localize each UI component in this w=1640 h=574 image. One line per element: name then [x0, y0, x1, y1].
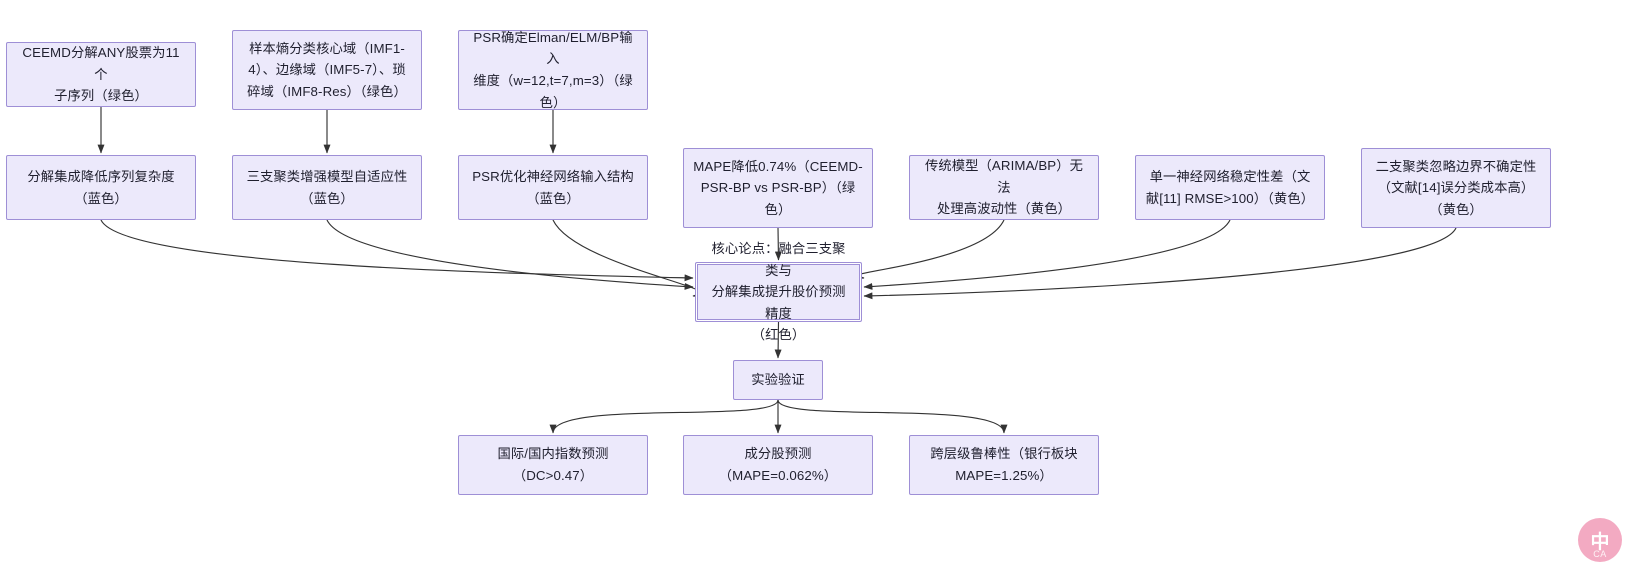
- node-label: 二支聚类忽略边界不确定性 （文献[14]误分类成本高） （黄色）: [1375, 158, 1537, 217]
- watermark-subtext: CA: [1593, 549, 1607, 559]
- node-ceemd-decompose[interactable]: CEEMD分解ANY股票为11个 子序列（绿色）: [6, 42, 196, 107]
- node-label: CEEMD分解ANY股票为11个 子序列（绿色）: [22, 45, 180, 104]
- node-reduce-complexity[interactable]: 分解集成降低序列复杂度 （蓝色）: [6, 155, 196, 220]
- node-label: 跨层级鲁棒性（银行板块 MAPE=1.25%）: [930, 446, 1078, 483]
- node-label: 单一神经网络稳定性差（文 献[11] RMSE>100）（黄色）: [1145, 168, 1315, 206]
- node-two-way-clustering-ignores-boundary[interactable]: 二支聚类忽略边界不确定性 （文献[14]误分类成本高） （黄色）: [1361, 148, 1551, 228]
- node-label: 样本熵分类核心域（IMF1- 4）、边缘域（IMF5-7）、琐 碎域（IMF8-…: [247, 40, 407, 99]
- node-label: 核心论点：融合三支聚类与 分解集成提升股价预测精度 （红色）: [711, 241, 846, 343]
- watermark-glyph: 中: [1590, 531, 1610, 553]
- node-label: 成分股预测 （MAPE=0.062%）: [718, 446, 838, 483]
- node-cross-layer-robustness[interactable]: 跨层级鲁棒性（银行板块 MAPE=1.25%）: [909, 435, 1099, 495]
- node-psr-input-dim[interactable]: PSR确定Elman/ELM/BP输入 维度（w=12,t=7,m=3）（绿 色…: [458, 30, 648, 110]
- node-single-nn-unstable[interactable]: 单一神经网络稳定性差（文 献[11] RMSE>100）（黄色）: [1135, 155, 1325, 220]
- node-label: PSR确定Elman/ELM/BP输入 维度（w=12,t=7,m=3）（绿 色…: [473, 29, 633, 110]
- node-core-claim[interactable]: 核心论点：融合三支聚类与 分解集成提升股价预测精度 （红色）: [695, 241, 862, 342]
- node-label: 实验验证: [751, 372, 805, 388]
- node-label: 国际/国内指数预测 （DC>0.47）: [497, 446, 609, 483]
- node-label: 传统模型（ARIMA/BP）无法 处理高波动性（黄色）: [924, 158, 1084, 217]
- node-three-way-adaptive[interactable]: 三支聚类增强模型自适应性 （蓝色）: [232, 155, 422, 220]
- node-label: 三支聚类增强模型自适应性 （蓝色）: [246, 168, 408, 206]
- watermark-badge: 中 CA: [1578, 518, 1622, 562]
- node-label: MAPE降低0.74%（CEEMD- PSR-BP vs PSR-BP）（绿 色…: [693, 158, 863, 217]
- node-label: PSR优化神经网络输入结构 （蓝色）: [472, 168, 634, 206]
- node-component-stock-forecast[interactable]: 成分股预测 （MAPE=0.062%）: [683, 435, 873, 495]
- node-traditional-model-fails[interactable]: 传统模型（ARIMA/BP）无法 处理高波动性（黄色）: [909, 155, 1099, 220]
- node-label: 分解集成降低序列复杂度 （蓝色）: [27, 168, 175, 206]
- node-index-forecast[interactable]: 国际/国内指数预测 （DC>0.47）: [458, 435, 648, 495]
- node-sample-entropy[interactable]: 样本熵分类核心域（IMF1- 4）、边缘域（IMF5-7）、琐 碎域（IMF8-…: [232, 30, 422, 110]
- node-experiment-validation[interactable]: 实验验证: [733, 360, 823, 400]
- node-mape-drop[interactable]: MAPE降低0.74%（CEEMD- PSR-BP vs PSR-BP）（绿 色…: [683, 148, 873, 228]
- node-psr-optimize[interactable]: PSR优化神经网络输入结构 （蓝色）: [458, 155, 648, 220]
